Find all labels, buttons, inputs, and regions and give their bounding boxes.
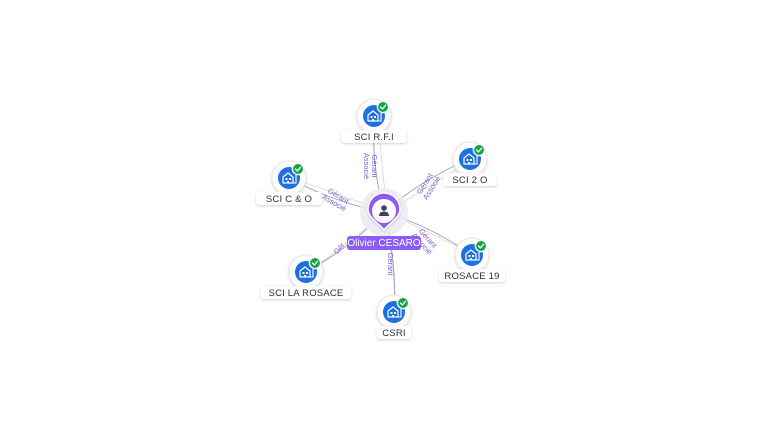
edge-label: GérantAssocié (414, 170, 442, 201)
company-label: SCI C & O (266, 194, 312, 205)
center-node[interactable]: Olivier CESARO (347, 188, 421, 250)
check-icon (396, 296, 410, 310)
building-icon (387, 306, 402, 318)
center-label-bg (347, 236, 421, 250)
company-label: SCI 2 O (452, 175, 487, 186)
edge-label: Gér (332, 240, 347, 256)
node-label-bg (443, 173, 497, 186)
company-label: SCI LA ROSACE (269, 288, 344, 299)
check-icon (376, 100, 390, 114)
person-icon (379, 205, 389, 216)
building-icon (465, 249, 480, 261)
check-icon (474, 239, 488, 253)
node-label-bg (439, 269, 505, 282)
check-icon (472, 143, 486, 157)
node-label-bg (341, 130, 407, 143)
building-icon (299, 266, 314, 278)
edge-label: GérantAssocié (362, 153, 379, 179)
company-node-rosace-19[interactable]: ROSACE 19 (439, 237, 505, 282)
edge-label-line: Gérant (386, 253, 395, 277)
edge-label-line: Associé (362, 153, 371, 179)
check-icon (308, 256, 322, 270)
building-icon (463, 153, 478, 165)
edge-label: Gérant (386, 253, 395, 277)
company-node-sci-la-rosace[interactable]: SCI LA ROSACE (260, 254, 352, 299)
check-icon (291, 162, 305, 176)
center-pin-inner (372, 199, 396, 223)
node-label-bg (260, 286, 352, 299)
company-label: ROSACE 19 (444, 271, 499, 282)
edge-label-line: Gérant (370, 155, 379, 179)
edge-label: GérantAssocié (321, 185, 352, 213)
edge-label-line: Gér (332, 240, 347, 256)
company-label: SCI R.F.I (354, 132, 394, 143)
company-node-sci-2o[interactable]: SCI 2 O (443, 141, 497, 186)
building-icon (367, 110, 382, 122)
company-node-sci-rfi[interactable]: SCI R.F.I (341, 98, 407, 143)
center-name: Olivier CESARO (347, 238, 421, 249)
nodes-layer: SCI R.F.I SCI 2 O SCI C & O ROSACE 19 SCI LA… (256, 98, 505, 339)
company-node-sci-co[interactable]: SCI C & O (256, 160, 322, 205)
company-label: CSRI (382, 328, 406, 339)
company-node-csri[interactable]: CSRI (376, 294, 412, 339)
node-label-bg (256, 192, 322, 205)
building-icon (282, 172, 297, 184)
node-label-bg (376, 326, 412, 339)
